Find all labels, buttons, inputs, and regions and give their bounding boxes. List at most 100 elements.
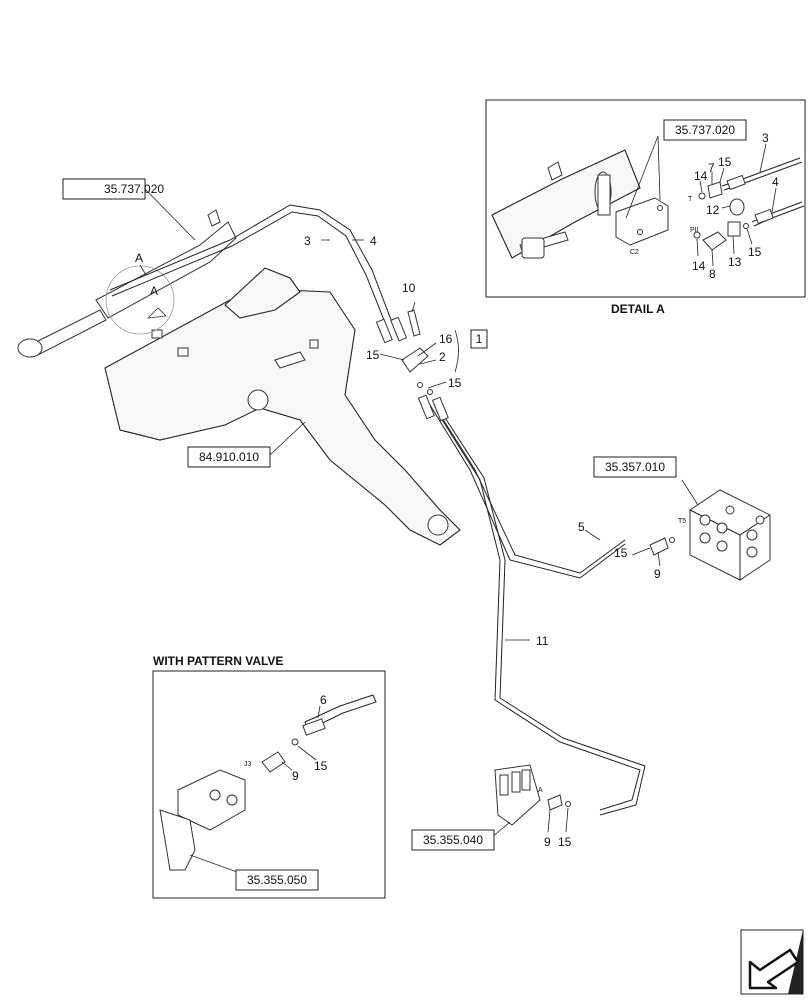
detail-oring-14-bot [693,231,701,239]
leader-r3 [269,421,306,456]
callout-6: 6 [320,693,327,707]
pattern-valve-title: WITH PATTERN VALVE [153,654,283,668]
detail-a-title: DETAIL A [611,302,665,316]
tee-9-c [547,794,563,811]
manifold-port-5 [746,529,758,541]
leader-d14-bot [696,238,699,257]
leader-n15b [427,381,447,389]
oring-15-d [291,738,299,746]
leader-n9b [281,761,293,771]
ref-label-r5: 35.355.040 [423,833,483,847]
boom-body [104,289,461,546]
hose-fitting-11 [431,396,449,422]
leader-d3 [759,143,767,173]
pattern-valve-panel [152,670,386,899]
callout-15-e: 15 [558,835,572,849]
detail-a-circle [105,265,175,335]
callout-a-top: A [135,251,143,265]
callout-a-valve: A [538,787,543,794]
detail-lug [547,161,563,181]
detail-callout-4: 4 [772,175,779,189]
bolt-10 [407,309,421,337]
callout-15-b: 15 [448,376,462,390]
oring-15-c [669,537,675,543]
manifold-port-1 [699,514,711,526]
manifold-port-7 [755,515,765,525]
callout-9-b: 9 [292,769,299,783]
hose-5 [429,404,626,579]
callout-16: 16 [439,332,453,346]
detail-oring-14-top [698,192,706,200]
detail-callout-13: 13 [728,255,742,269]
detail-ref-leader-a [625,135,659,219]
callout-15-a: 15 [366,348,380,362]
manifold-port-4 [716,540,728,552]
boom-pivot-hole [247,389,269,411]
leader-r1 [144,188,196,241]
detail-rod-eye [521,237,545,259]
hose-11-edge [439,409,646,816]
ref-box-r6 [235,869,319,891]
callout-10: 10 [402,281,416,295]
boom-cylinder-lug [207,209,221,227]
detail-oring-15 [743,223,749,229]
hose-fitting-4 [390,316,408,342]
callout-a-bottom: A [150,284,158,298]
manifold-port-3 [699,532,711,544]
ref-box-r3 [187,446,271,468]
hose-4 [111,211,393,341]
leader-n15e [565,807,569,833]
boom-block-1 [151,329,163,339]
ref-label-r4: 35.357.010 [605,460,665,474]
boom-block-3 [309,339,319,349]
callout-4: 4 [370,234,377,248]
leader-n6 [317,705,321,719]
callout-15-c: 15 [614,546,628,560]
leader-d14-top [699,180,703,193]
leader-n9a [657,551,661,567]
leader-d12 [721,205,731,209]
callout-2: 2 [439,350,446,364]
callout-3: 3 [304,234,311,248]
detail-a-panel [485,99,806,298]
ref-box-r5 [411,829,495,851]
boom-cylinder [95,221,237,319]
port-mark-pii: PII [690,227,699,234]
boom-assembly [17,209,461,546]
back-arrow-icon [748,948,800,990]
boom-block-2 [177,347,189,357]
detail-callout-12: 12 [706,203,720,217]
leader-d15-bot [746,228,753,245]
manifold-block [631,479,771,581]
port-mark-t5: T5 [678,518,686,525]
leader-n15c [631,547,651,556]
callout-9-c: 9 [544,835,551,849]
callout-1: 1 [476,332,483,346]
detail-a-arrow-bottom [146,307,167,319]
port-mark-c2: C2 [630,249,639,256]
detail-plug-12 [729,198,745,216]
detail-hose-3-fitting [726,174,746,191]
port-mark-j3: J3 [244,761,252,768]
ref-box-r2 [663,119,747,141]
port-mark-t: T [688,196,693,203]
control-valve [490,764,571,839]
pattern-valve-block [177,769,246,831]
ref-label-r2: 35.737.020 [675,123,735,137]
detail-adapter-7 [707,181,723,199]
pattern-valve-port-1 [209,789,221,801]
ref-label-r3: 84.910.010 [199,450,259,464]
detail-bracket [597,174,611,216]
manifold-port-6 [746,546,758,558]
detail-a-arrow-top [139,264,147,276]
oring-15-a [417,382,423,388]
detail-tee-13 [727,221,741,237]
control-valve-spool-1 [499,774,509,796]
tee-9-a [649,537,669,556]
leader-n15d [297,745,317,761]
boxed-callout-1 [470,329,488,349]
leader-n10 [411,301,416,313]
leader-d15-top [719,167,725,183]
hose-6-fitting [302,718,326,736]
navigation-arrow-button[interactable] [740,929,804,995]
